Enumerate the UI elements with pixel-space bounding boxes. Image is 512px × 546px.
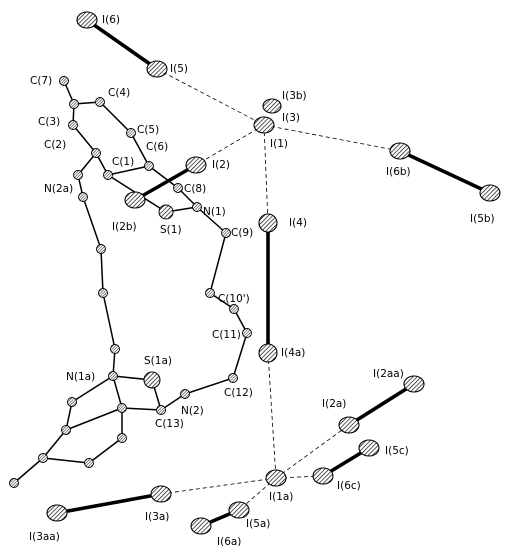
label-i5: I(5) <box>170 63 188 75</box>
label-s1a: S(1a) <box>144 355 172 367</box>
label-c4: C(4) <box>108 87 130 99</box>
label-c12: C(12) <box>224 387 253 399</box>
label-n1a: N(1a) <box>66 371 95 383</box>
label-i3a: I(3a) <box>145 511 169 523</box>
label-i5b: I(5b) <box>470 213 495 225</box>
label-n2: N(2) <box>181 405 204 417</box>
label-s1: S(1) <box>160 224 182 236</box>
label-i3: I(3) <box>282 112 300 124</box>
label-c13: C(13) <box>155 418 184 430</box>
label-c6: C(6) <box>146 141 168 153</box>
label-i2a: I(2a) <box>322 398 346 410</box>
label-c2: C(2) <box>44 139 66 151</box>
label-i6a: I(6a) <box>217 536 241 546</box>
iodine-atoms <box>46 11 501 535</box>
atom-labels: I(6) I(5) C(7) C(4) I(3b) I(3) C(3) C(5)… <box>29 14 495 546</box>
label-c11: C(11) <box>212 329 241 341</box>
label-i4: I(4) <box>289 217 307 229</box>
label-i6: I(6) <box>102 14 120 26</box>
label-i2b: I(2b) <box>112 221 137 233</box>
label-i5c: I(5c) <box>385 445 409 457</box>
label-c1: C(1) <box>112 156 134 168</box>
label-i3aa: I(3aa) <box>29 531 60 543</box>
sulfur-atoms <box>143 204 174 389</box>
label-i2aa: I(2aa) <box>373 368 404 380</box>
label-i2: I(2) <box>212 159 230 171</box>
halogen-contacts <box>156 68 401 511</box>
iodine-bonds <box>55 18 492 528</box>
label-i1: I(1) <box>270 138 288 150</box>
label-c9: C(9) <box>231 227 253 239</box>
label-i1a: I(1a) <box>269 491 293 503</box>
label-c3: C(3) <box>38 116 60 128</box>
light-atoms <box>9 76 252 488</box>
label-n1: N(1) <box>203 206 226 218</box>
label-c7: C(7) <box>30 75 52 87</box>
label-n2a: N(2a) <box>44 183 73 195</box>
label-i6c: I(6c) <box>337 480 361 492</box>
label-i3b: I(3b) <box>282 90 307 102</box>
label-c5: C(5) <box>137 124 159 136</box>
label-c10p: C(10') <box>218 293 250 305</box>
label-i5a: I(5a) <box>246 518 270 530</box>
label-i4a: I(4a) <box>281 347 305 359</box>
label-c8: C(8) <box>184 183 206 195</box>
label-i6b: I(6b) <box>386 166 411 178</box>
